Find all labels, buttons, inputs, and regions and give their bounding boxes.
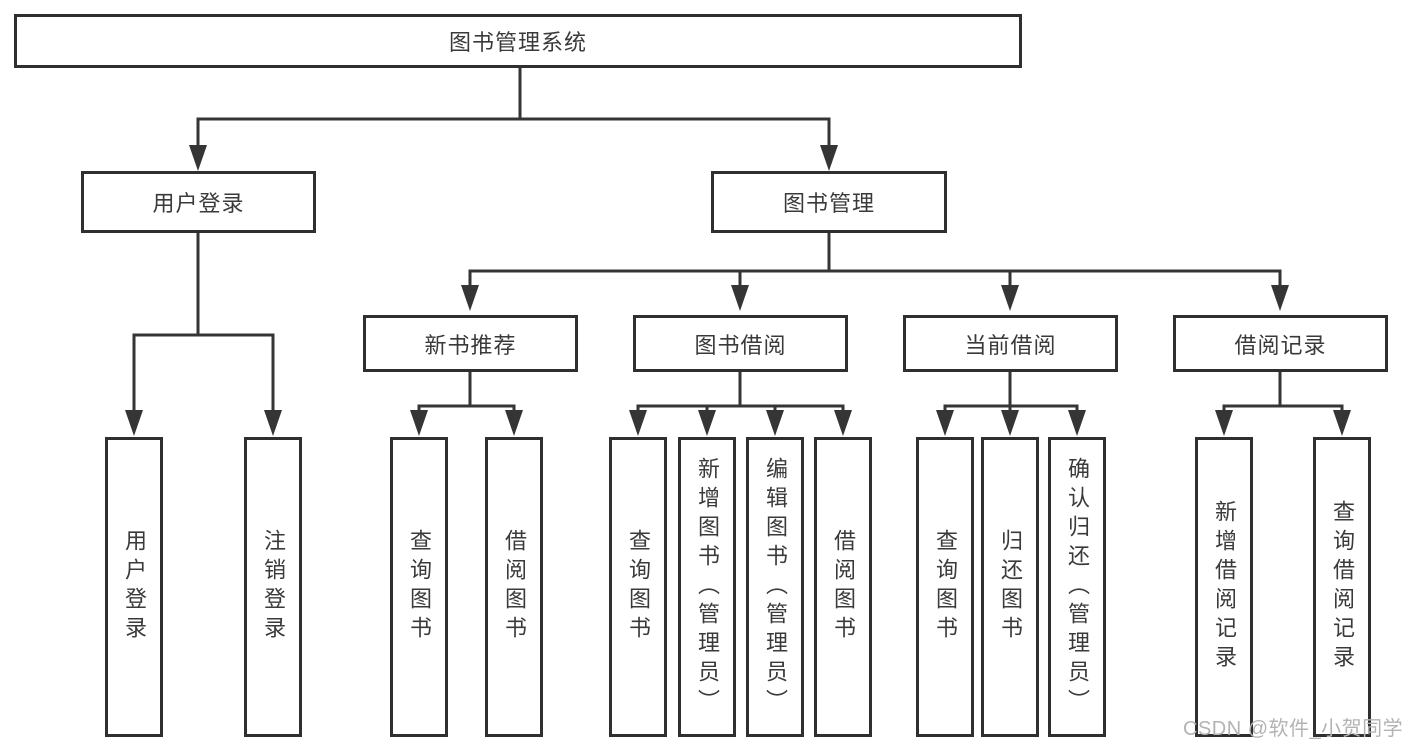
leaf-add-book-admin: 新增图书（管理员）	[678, 437, 736, 737]
node-root: 图书管理系统	[14, 14, 1022, 68]
leaf-confirm-return-admin: 确认归还（管理员）	[1048, 437, 1106, 737]
leaf-query-books-current: 查询图书	[916, 437, 974, 737]
leaf-label: 注销登录	[261, 529, 286, 645]
leaf-user-login: 用户登录	[105, 437, 163, 737]
watermark: CSDN @软件_小贺同学	[1183, 718, 1404, 740]
leaf-label: 用户登录	[122, 529, 147, 645]
arrowheads	[125, 145, 1351, 436]
leaf-label: 归还图书	[998, 529, 1023, 645]
leaf-label: 查询图书	[407, 529, 432, 645]
leaf-label: 查询图书	[933, 529, 958, 645]
leaf-query-books-borrowing: 查询图书	[609, 437, 667, 737]
leaf-add-borrow-record: 新增借阅记录	[1195, 437, 1253, 737]
leaf-label: 借阅图书	[831, 529, 856, 645]
leaf-borrow-books-recommend: 借阅图书	[485, 437, 543, 737]
leaf-borrow-books-borrowing: 借阅图书	[814, 437, 872, 737]
leaf-label: 查询图书	[626, 529, 651, 645]
leaf-logout: 注销登录	[244, 437, 302, 737]
leaf-return-books: 归还图书	[981, 437, 1039, 737]
node-user-login: 用户登录	[81, 171, 316, 233]
leaf-query-books-recommend: 查询图书	[390, 437, 448, 737]
leaf-label: 新增借阅记录	[1212, 500, 1237, 674]
node-book-borrowing: 图书借阅	[633, 315, 848, 372]
leaf-label: 借阅图书	[502, 529, 527, 645]
leaf-label: 新增图书（管理员）	[695, 456, 720, 718]
leaf-query-borrow-record: 查询借阅记录	[1313, 437, 1371, 737]
node-borrowing-records: 借阅记录	[1173, 315, 1388, 372]
leaf-label: 编辑图书（管理员）	[763, 456, 788, 718]
leaf-label: 确认归还（管理员）	[1065, 456, 1090, 718]
node-current-borrowing: 当前借阅	[903, 315, 1118, 372]
leaf-edit-book-admin: 编辑图书（管理员）	[746, 437, 804, 737]
node-book-management: 图书管理	[711, 171, 947, 233]
node-new-book-recommend: 新书推荐	[363, 315, 578, 372]
leaf-label: 查询借阅记录	[1330, 500, 1355, 674]
